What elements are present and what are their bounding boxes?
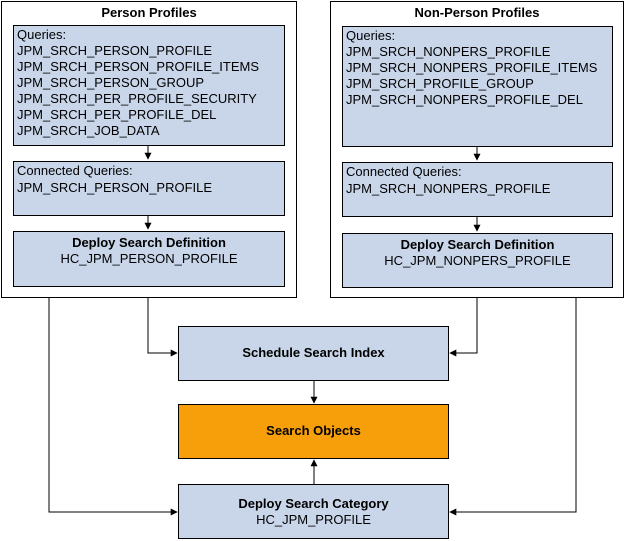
deploy-category-name: HC_JPM_PROFILE (256, 512, 371, 527)
nonperson-queries-box: Queries: JPM_SRCH_NONPERS_PROFILE JPM_SR… (342, 26, 613, 147)
person-query-item: JPM_SRCH_PER_PROFILE_SECURITY (17, 91, 257, 106)
search-objects-box: Search Objects (178, 404, 449, 459)
person-queries-box: Queries: JPM_SRCH_PERSON_PROFILE JPM_SRC… (13, 25, 285, 146)
person-query-item: JPM_SRCH_PER_PROFILE_DEL (17, 107, 217, 122)
person-query-item: JPM_SRCH_PERSON_PROFILE (17, 43, 213, 58)
person-deploy-name: HC_JPM_PERSON_PROFILE (60, 251, 238, 266)
person-query-item: JPM_SRCH_PERSON_PROFILE_ITEMS (17, 59, 260, 74)
schedule-search-index-title: Schedule Search Index (242, 345, 385, 360)
person-query-item: JPM_SRCH_JOB_DATA (17, 123, 160, 138)
deploy-category-title: Deploy Search Category (238, 496, 389, 511)
nonperson-profiles-panel: Non-Person Profiles Queries: JPM_SRCH_NO… (330, 1, 624, 298)
nonperson-deploy-title: Deploy Search Definition (400, 237, 555, 252)
nonperson-query-item: JPM_SRCH_PROFILE_GROUP (346, 76, 534, 91)
nonperson-query-item: JPM_SRCH_NONPERS_PROFILE_ITEMS (346, 60, 598, 75)
search-objects-title: Search Objects (266, 423, 361, 438)
deploy-search-category-box: Deploy Search Category HC_JPM_PROFILE (178, 484, 449, 539)
arrow-person-to-schedule (147, 298, 178, 357)
nonperson-connected-queries-box: Connected Queries: JPM_SRCH_NONPERS_PROF… (342, 162, 613, 217)
person-profiles-title: Person Profiles (101, 5, 197, 20)
nonperson-connected-label: Connected Queries: (346, 164, 462, 179)
arrow-nonperson-to-deploy-category (449, 298, 577, 516)
person-connected-label: Connected Queries: (17, 163, 133, 178)
person-deploy-title: Deploy Search Definition (72, 235, 226, 250)
nonperson-query-item: JPM_SRCH_NONPERS_PROFILE_DEL (346, 92, 583, 107)
nonperson-query-item: JPM_SRCH_NONPERS_PROFILE (346, 44, 551, 59)
nonperson-connected-query: JPM_SRCH_NONPERS_PROFILE (346, 181, 551, 196)
person-profiles-panel: Person Profiles Queries: JPM_SRCH_PERSON… (1, 1, 297, 298)
arrow-nonperson-to-schedule (449, 298, 478, 357)
person-query-item: JPM_SRCH_PERSON_GROUP (17, 75, 205, 90)
nonperson-profiles-title: Non-Person Profiles (414, 5, 540, 20)
nonperson-queries-label: Queries: (346, 28, 396, 43)
schedule-search-index-box: Schedule Search Index (178, 326, 449, 381)
person-deploy-definition-box: Deploy Search Definition HC_JPM_PERSON_P… (13, 231, 285, 287)
nonperson-deploy-name: HC_JPM_NONPERS_PROFILE (384, 253, 571, 268)
nonperson-deploy-definition-box: Deploy Search Definition HC_JPM_NONPERS_… (342, 233, 613, 288)
arrow-person-to-deploy-category (48, 298, 178, 516)
person-connected-query: JPM_SRCH_PERSON_PROFILE (17, 180, 213, 195)
person-connected-queries-box: Connected Queries: JPM_SRCH_PERSON_PROFI… (13, 161, 285, 216)
person-queries-label: Queries: (17, 27, 67, 42)
